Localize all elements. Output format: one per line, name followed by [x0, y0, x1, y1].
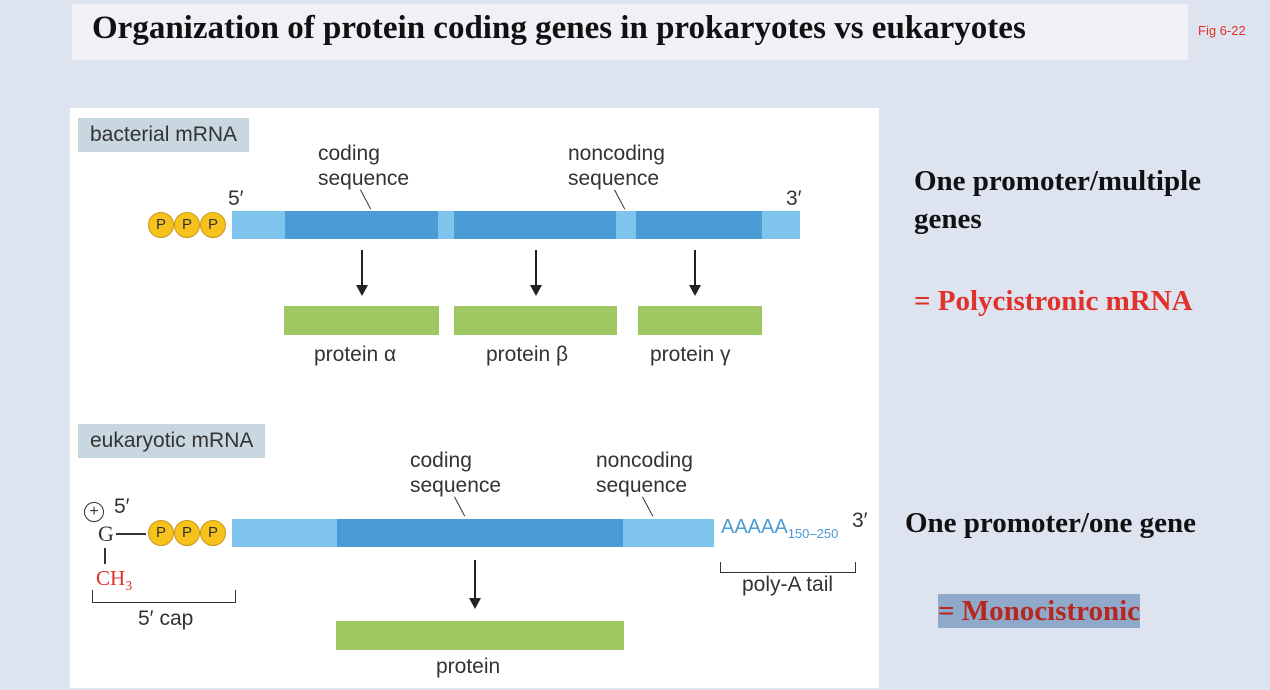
cap-bond-line — [116, 533, 146, 535]
poly-a-bracket — [720, 562, 856, 573]
eukaryotic-noncoding-label-line2: sequence — [596, 474, 688, 497]
bacterial-annotation-line1: One promoter/multiple — [914, 165, 1202, 197]
eukaryotic-protein-bar — [336, 621, 624, 650]
monocistronic-label: = Monocistronic — [938, 594, 1141, 628]
poly-a-sequence: AAAAA150–250 — [721, 516, 838, 541]
bacterial-three-prime: 3′ — [786, 187, 802, 210]
phosphate-1: P — [148, 212, 174, 238]
translation-arrow-eukaryotic — [469, 560, 481, 609]
bacterial-noncoding-label-line2: sequence — [568, 167, 660, 190]
eukaryotic-noncoding-pointer — [642, 496, 654, 517]
eukaryotic-phosphate-3: P — [200, 520, 226, 546]
bacterial-coding-pointer — [360, 189, 372, 210]
bacterial-coding-region-gamma — [636, 211, 762, 239]
methyl-group-label: CH3 — [96, 566, 132, 599]
bacterial-noncoding-pointer — [614, 189, 626, 210]
eukaryotic-coding-region — [337, 519, 623, 547]
bacterial-coding-label-line2: sequence — [318, 167, 410, 190]
poly-a-text: AAAAA — [721, 516, 788, 538]
eukaryotic-phosphate-2: P — [174, 520, 200, 546]
bacterial-coding-region-alpha — [285, 211, 438, 239]
protein-beta-label: protein β — [486, 343, 569, 366]
title-bar — [72, 4, 1188, 60]
polycistronic-label: = Polycistronic mRNA — [914, 285, 1193, 317]
phosphate-3: P — [200, 212, 226, 238]
bacterial-annotation-line2: genes — [914, 203, 982, 235]
bacterial-noncoding-label-line1: noncoding — [568, 142, 665, 165]
eukaryotic-phosphate-1: P — [148, 520, 174, 546]
eukaryotic-three-prime: 3′ — [852, 509, 868, 532]
protein-gamma-label: protein γ — [650, 343, 731, 366]
cap-bracket — [92, 590, 236, 603]
five-prime-cap-label: 5′ cap — [138, 607, 194, 630]
diagram-panel: bacterial mRNA coding sequence noncoding… — [70, 108, 879, 688]
eukaryotic-five-prime: 5′ — [114, 495, 130, 518]
translation-arrow-gamma — [689, 250, 701, 296]
eukaryotic-mrna-tag: eukaryotic mRNA — [78, 424, 266, 458]
methyl-subscript: 3 — [125, 579, 133, 595]
methyl-bond-line — [104, 548, 106, 564]
translation-arrow-alpha — [356, 250, 368, 296]
bacterial-coding-label-line1: coding — [318, 142, 380, 165]
positive-charge-icon: + — [84, 502, 104, 522]
protein-alpha-bar — [284, 306, 439, 335]
eukaryotic-protein-label: protein — [436, 655, 501, 678]
protein-beta-bar — [454, 306, 617, 335]
eukaryotic-coding-label-line1: coding — [410, 449, 472, 472]
eukaryotic-noncoding-label-line1: noncoding — [596, 449, 693, 472]
eukaryotic-annotation: One promoter/one gene — [905, 507, 1197, 539]
eukaryotic-coding-pointer — [454, 496, 466, 517]
guanine-label: G — [98, 521, 114, 546]
protein-alpha-label: protein α — [314, 343, 397, 366]
methyl-text: CH — [96, 566, 126, 590]
bacterial-five-prime: 5′ — [228, 187, 244, 210]
translation-arrow-beta — [530, 250, 542, 296]
page-title: Organization of protein coding genes in … — [92, 10, 1026, 46]
eukaryotic-coding-label-line2: sequence — [410, 474, 502, 497]
bacterial-coding-region-beta — [454, 211, 616, 239]
poly-a-length: 150–250 — [787, 526, 839, 541]
bacterial-mrna-tag: bacterial mRNA — [78, 118, 250, 152]
figure-reference: Fig 6-22 — [1198, 23, 1246, 38]
protein-gamma-bar — [638, 306, 762, 335]
poly-a-tail-label: poly-A tail — [742, 573, 834, 596]
phosphate-2: P — [174, 212, 200, 238]
